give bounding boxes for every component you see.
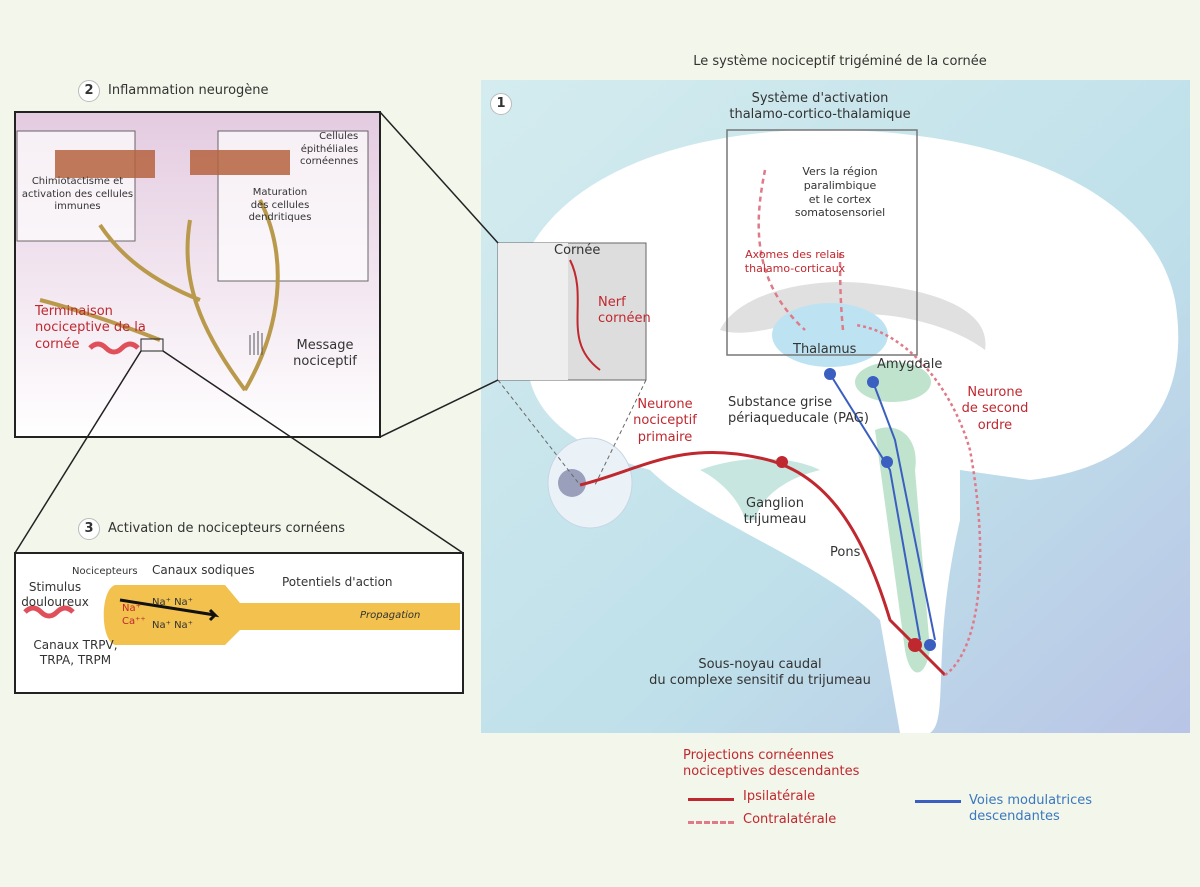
activation-box (726, 129, 918, 356)
amygdala-shape (855, 362, 931, 402)
activation-system-label: Système d'activation thalamo-cortico-tha… (729, 91, 911, 123)
epithelial-cells (55, 150, 155, 178)
ending-label: Terminaison nociceptive de la cornée (35, 304, 146, 352)
propagation-label: Propagation (360, 610, 421, 621)
nerve-branches (39, 199, 280, 392)
trp-channels-label: Canaux TRPV, TRPA, TRPM (33, 638, 118, 667)
pag-label: Substance grise périaqueducale (PAG) (728, 395, 869, 427)
sodium-channels-label: Canaux sodiques (152, 563, 255, 577)
cornea-label: Cornée (554, 243, 601, 258)
epithelial-label: Cellules épithéliales cornéennes (300, 131, 359, 167)
ions-label: Na⁺ Ca⁺⁺ (122, 603, 146, 627)
cornea-epithelium (498, 243, 568, 380)
action-potentials-label: Potentiels d'action (282, 575, 393, 589)
pons-label: Pons (830, 545, 861, 560)
primary-neuron-label: Neurone nociceptif primaire (633, 397, 697, 445)
legend-contra-label: Contralatérale (743, 812, 837, 827)
ipsilateral-path (579, 450, 947, 677)
stimulus-wave-icon (23, 605, 75, 619)
thalamus-shape (772, 303, 888, 367)
axons-label: Axomes des relais thalamo-corticaux (744, 248, 846, 275)
iris (558, 469, 586, 497)
towards-region-label: Vers la région paralimbique et le cortex… (794, 165, 886, 220)
legend-ipsi-line (688, 798, 734, 801)
second-neuron-label: Neurone de second ordre (961, 385, 1029, 433)
wave-arrow-icon (88, 341, 140, 355)
thalamus-label: Thalamus (793, 342, 857, 357)
na-bottom-label: Na⁺ Na⁺ (152, 620, 193, 631)
message-label: Message nociceptif (293, 338, 357, 370)
amygdala-label: Amygdale (877, 357, 943, 372)
legend-ipsi-label: Ipsilatérale (743, 789, 816, 804)
stimulus-label: Stimulus douloureux (21, 580, 89, 609)
contralateral-path (854, 323, 982, 677)
figure-title: Le système nociceptif trigéminé de la co… (693, 54, 987, 69)
brainstem-nucleus (875, 427, 930, 673)
corpus-callosum (720, 282, 986, 350)
subnucleus-label: Sous-noyau caudal du complexe sensitif d… (649, 657, 871, 689)
ganglion-label: Ganglion trijumeau (743, 496, 807, 528)
nociceptors-label: Nocicepteurs (72, 566, 138, 577)
legend-modulatory-label: Voies modulatrices descendantes (969, 793, 1093, 825)
ganglion-shape (700, 458, 820, 520)
chemotaxis-label: Chimiotactisme et activation des cellule… (21, 176, 134, 212)
legend-heading: Projections cornéennes nociceptives desc… (683, 748, 860, 780)
corneal-nerve-label: Nerf cornéen (598, 295, 651, 327)
maturation-label: Maturation des cellules dendritiques (248, 187, 312, 223)
modulatory-paths (829, 373, 936, 641)
legend-contra-line (688, 821, 734, 824)
axon-shape (103, 585, 460, 645)
na-top-label: Na⁺ Na⁺ (152, 597, 193, 608)
panel-1-number: 1 (490, 93, 520, 115)
brain-silhouette (513, 129, 1179, 733)
legend-modulatory-line (915, 800, 961, 803)
